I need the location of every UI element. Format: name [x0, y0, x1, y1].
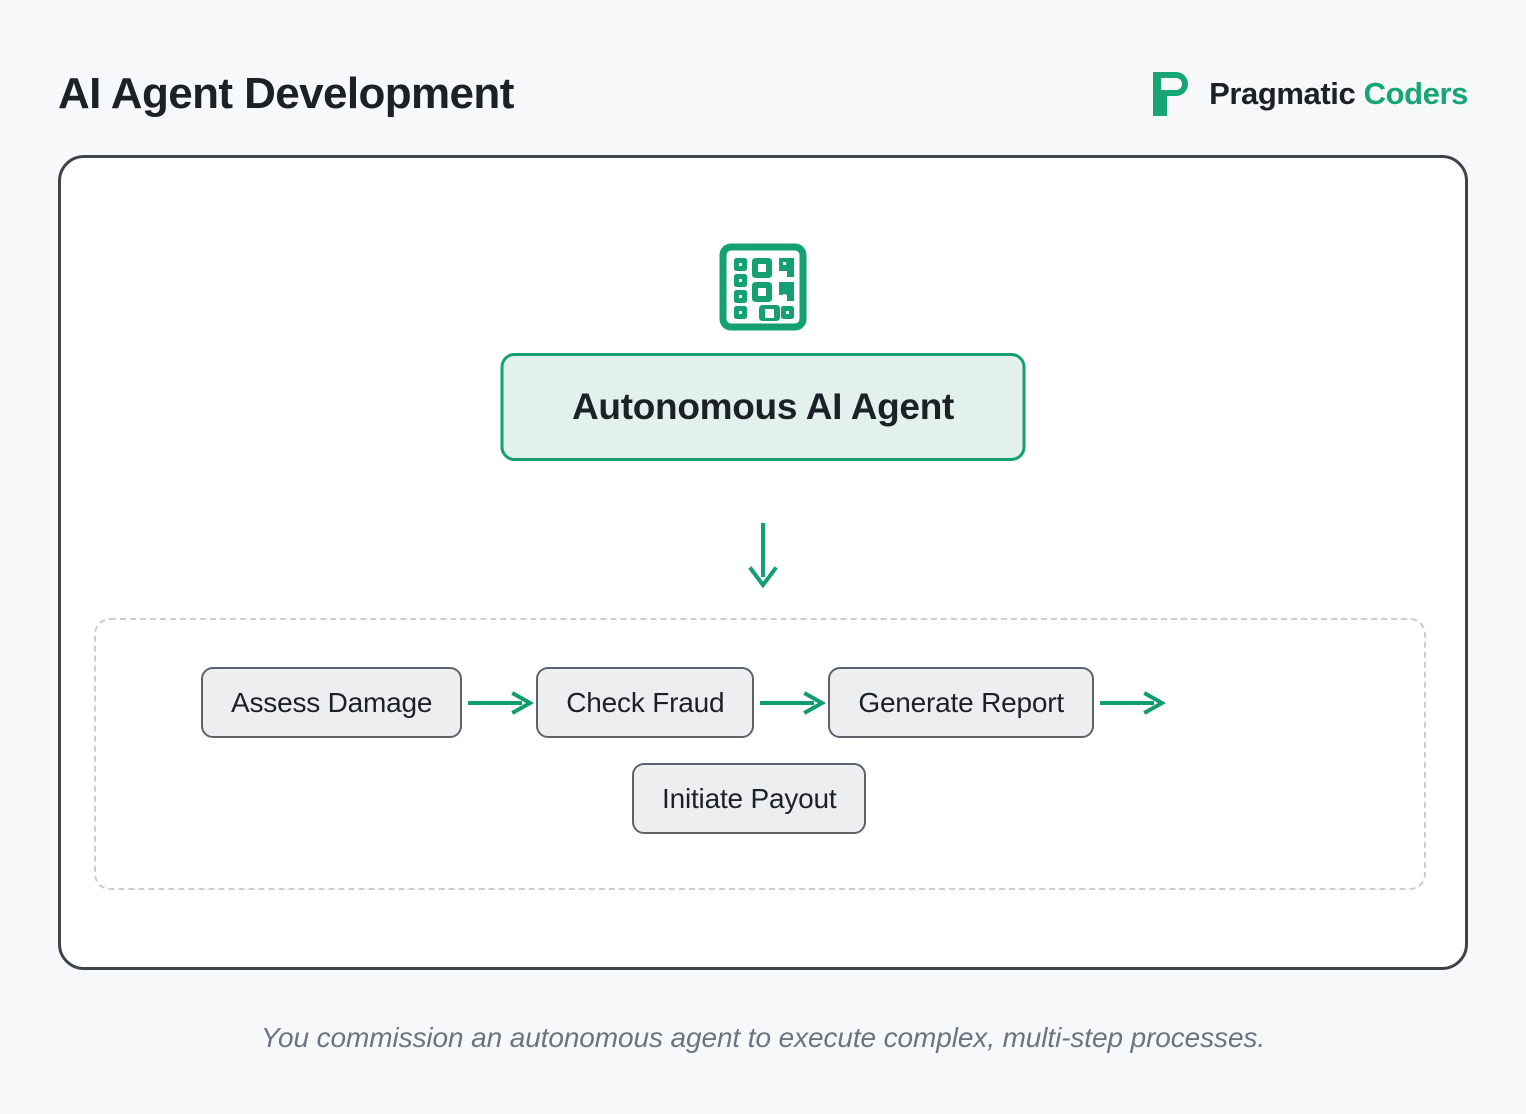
- task-group-container: Assess Damage Check Fraud Generate Repor…: [94, 618, 1426, 890]
- task-box-generate-report[interactable]: Generate Report: [828, 667, 1094, 738]
- task-label: Initiate Payout: [662, 782, 837, 814]
- page-header: AI Agent Development Pragmatic Coders: [58, 58, 1468, 130]
- diagram-caption: You commission an autonomous agent to ex…: [260, 1022, 1266, 1053]
- task-label: Generate Report: [858, 686, 1064, 718]
- arrow-down-icon: [748, 523, 778, 589]
- brand-name-part2: Coders: [1363, 76, 1469, 111]
- ai-chip-grid-icon: [719, 243, 807, 331]
- arrow-right-icon: [1099, 690, 1167, 715]
- brand-name: Pragmatic Coders: [1209, 76, 1468, 112]
- task-box-assess-damage[interactable]: Assess Damage: [201, 667, 463, 738]
- task-label: Check Fraud: [566, 686, 725, 718]
- task-box-initiate-payout[interactable]: Initiate Payout: [632, 763, 867, 834]
- task-secondary-row: Initiate Payout: [632, 763, 867, 834]
- autonomous-agent-box[interactable]: Autonomous AI Agent: [500, 353, 1026, 461]
- page-title: AI Agent Development: [58, 69, 514, 118]
- diagram-card: Autonomous AI Agent Assess Damage Check …: [58, 155, 1468, 970]
- brand-name-part1: Pragmatic: [1209, 76, 1356, 111]
- arrow-right-icon: [760, 690, 827, 715]
- autonomous-agent-label: Autonomous AI Agent: [571, 386, 955, 427]
- task-label: Assess Damage: [231, 686, 433, 718]
- brand-logo: Pragmatic Coders: [1151, 69, 1468, 119]
- task-flow-row: Assess Damage Check Fraud Generate Repor…: [201, 667, 1168, 738]
- pragmatic-coders-double-p-logo-icon: [1153, 72, 1189, 116]
- task-box-check-fraud[interactable]: Check Fraud: [536, 667, 755, 738]
- arrow-right-icon: [468, 690, 535, 715]
